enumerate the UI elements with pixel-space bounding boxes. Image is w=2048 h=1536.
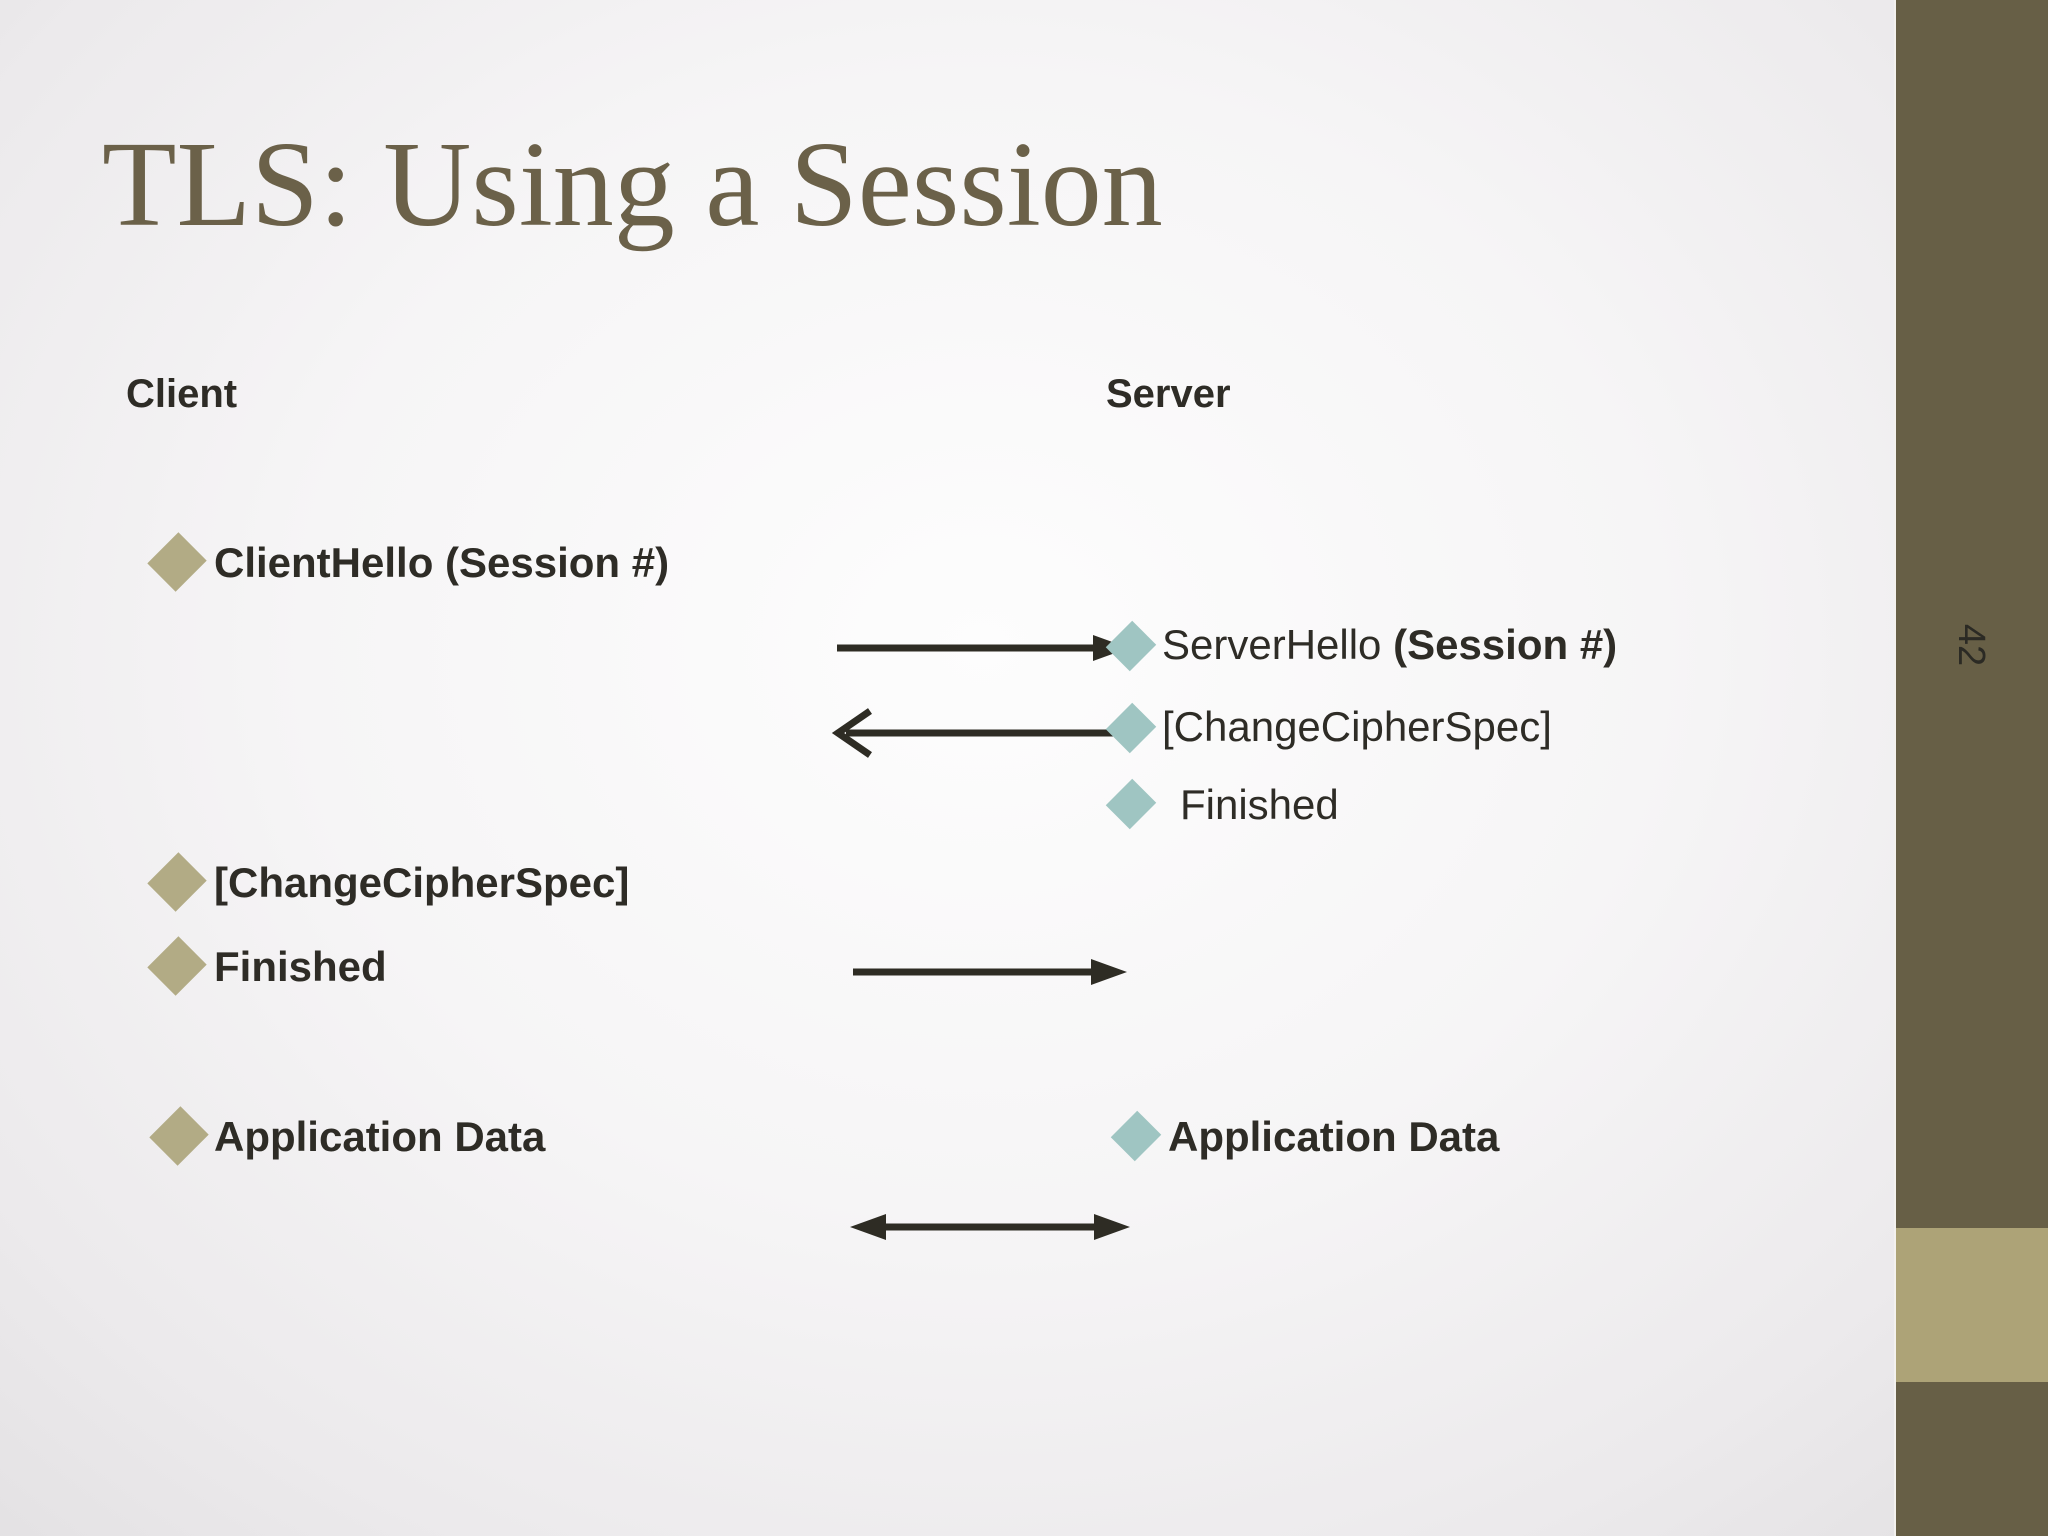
client-changecipherspec-label: [ChangeCipherSpec] [214, 859, 630, 906]
client-column-header: Client [126, 372, 238, 416]
arrow-client-to-server [837, 635, 1129, 661]
arrow-server-to-client [831, 708, 1122, 758]
server-changecipherspec-label: [ChangeCipherSpec] [1162, 703, 1552, 750]
sidebar-accent-block [1896, 1228, 2048, 1382]
server-application-data-label: Application Data [1168, 1113, 1500, 1160]
server-finished-label: Finished [1180, 781, 1339, 828]
server-hello-session: (Session #) [1393, 621, 1618, 668]
client-application-data-label: Application Data [214, 1113, 546, 1160]
server-column-header: Server [1106, 372, 1231, 416]
diamond-bullet-icon [1105, 778, 1157, 830]
client-finished-label: Finished [214, 943, 387, 990]
arrow-application-data [850, 1214, 1130, 1240]
client-hello-label: ClientHello (Session #) [214, 539, 670, 586]
slide-title: TLS: Using a Session [102, 117, 1163, 252]
arrow-client-finished [853, 959, 1127, 985]
diamond-bullet-icon [1110, 1110, 1162, 1162]
diamond-bullet-icon [147, 532, 207, 592]
diamond-bullet-icon [149, 1106, 209, 1166]
page-number: 42 [1950, 623, 1993, 667]
sidebar-band [1894, 0, 2048, 1536]
server-hello-regular: ServerHello [1162, 621, 1394, 668]
server-hello-label: ServerHello (Session #) [1162, 621, 1618, 668]
diamond-bullet-icon [147, 852, 207, 912]
diamond-bullet-icon [147, 936, 207, 996]
